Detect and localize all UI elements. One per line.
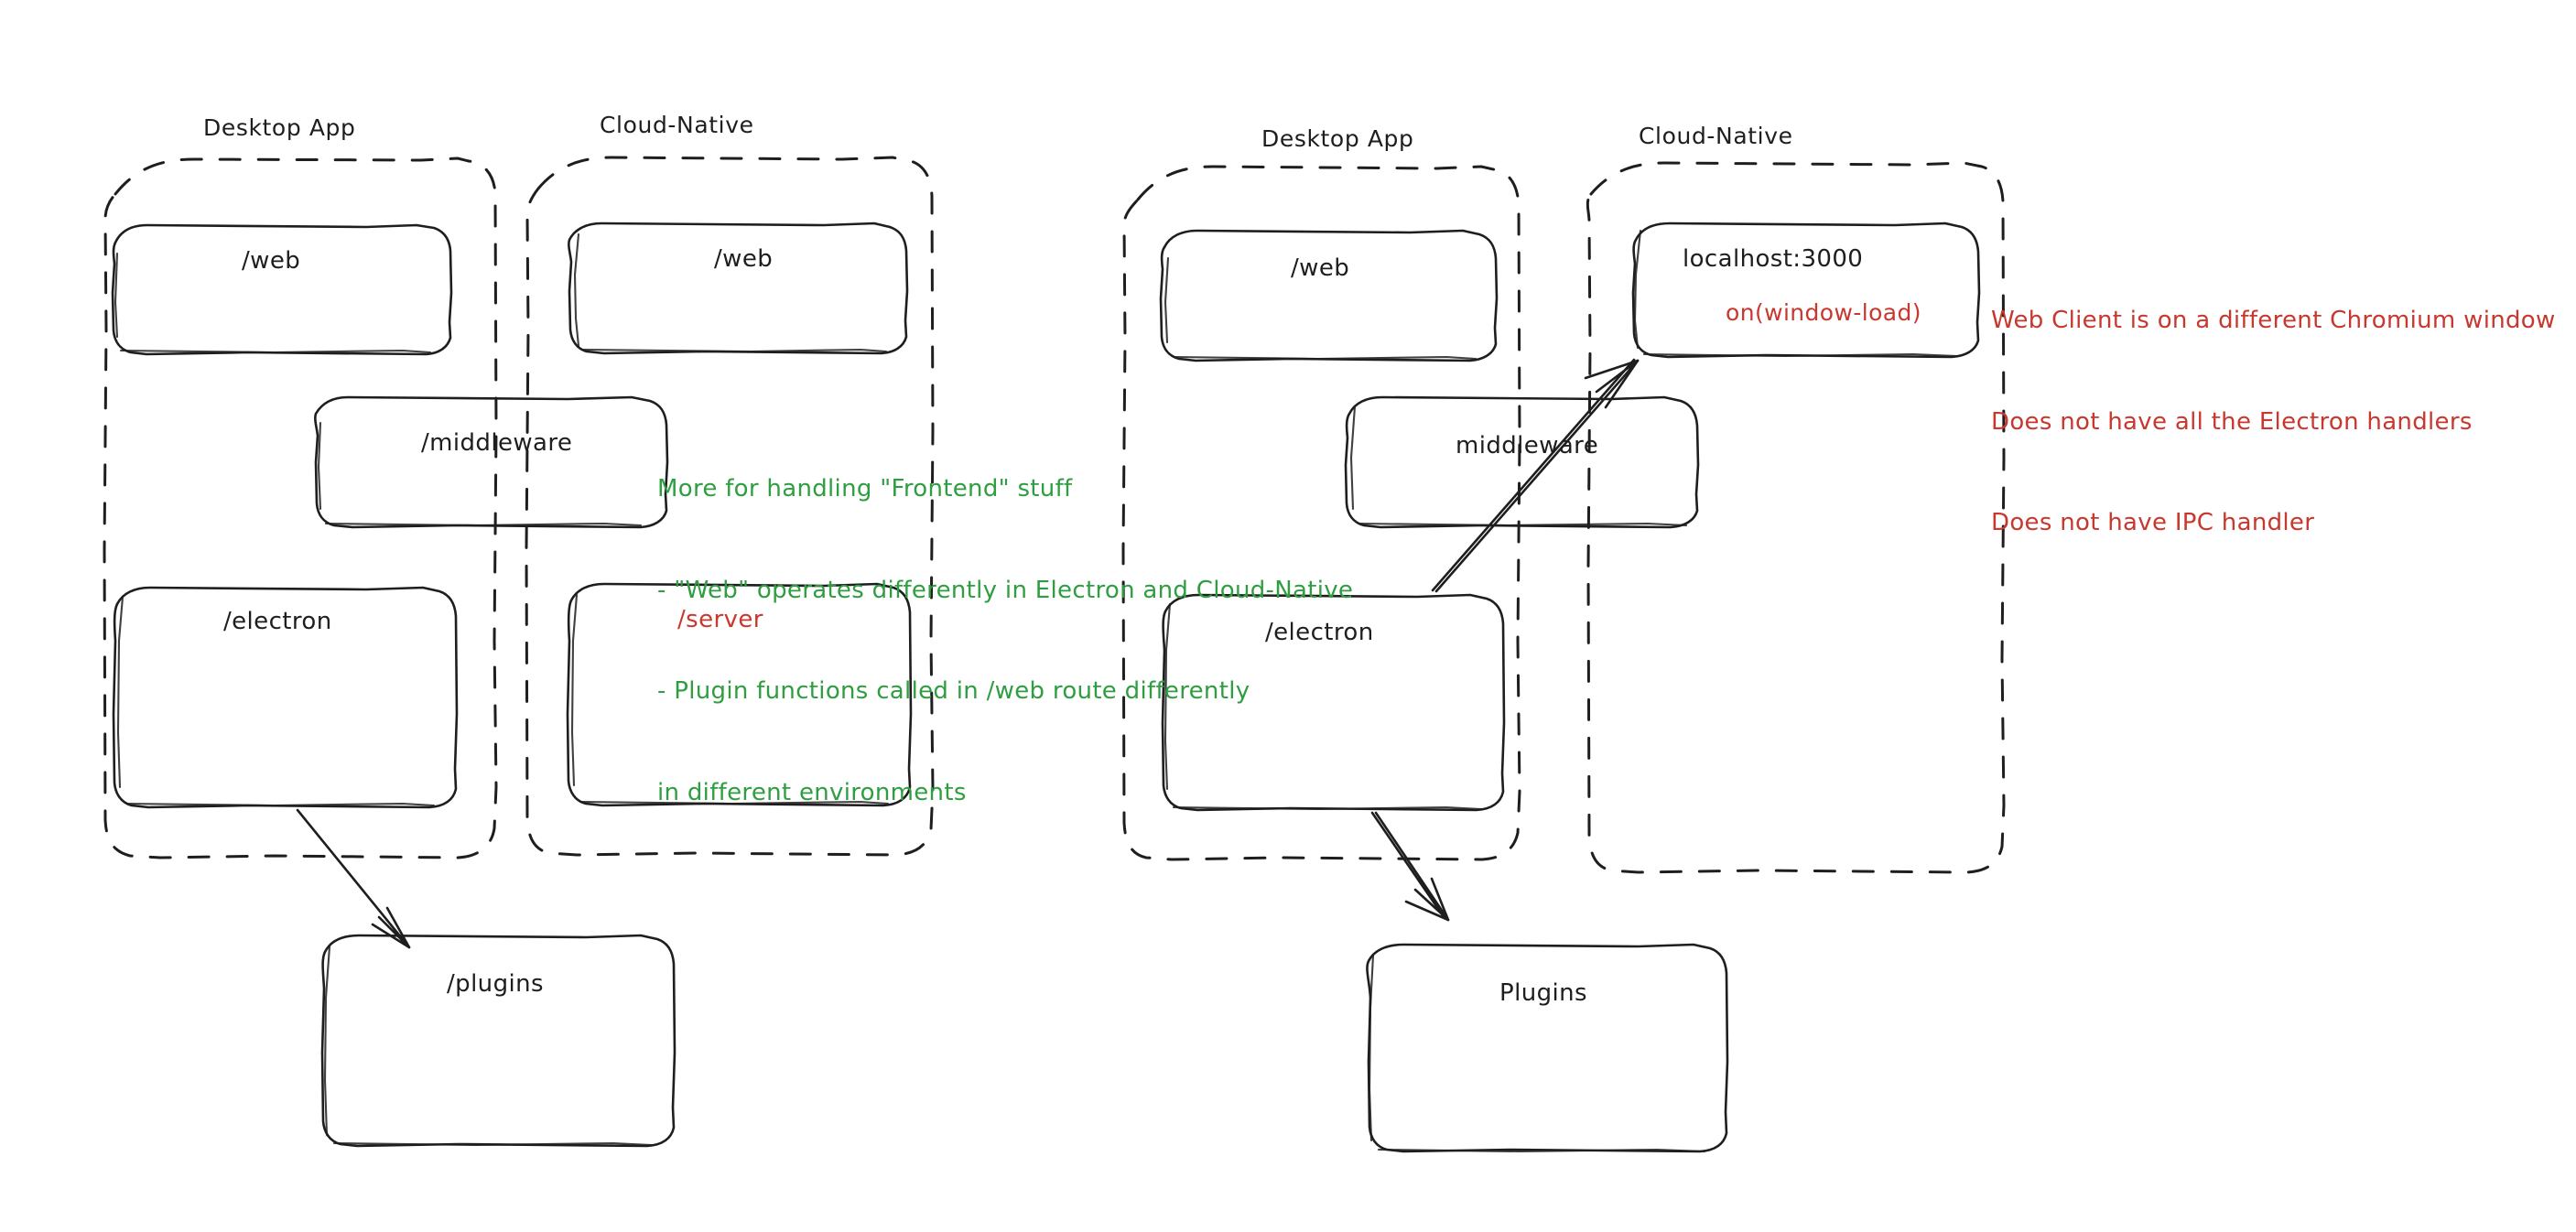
left-cloud-group-outline bbox=[525, 156, 935, 857]
right-cloud-group-title: Cloud-Native bbox=[1639, 123, 1793, 149]
right-plugins-box[interactable] bbox=[1367, 943, 1729, 1155]
right-desktop-electron-label: /electron bbox=[1265, 619, 1374, 646]
right-arrow-electron-to-localhost bbox=[1431, 358, 1640, 593]
left-desktop-group-title: Desktop App bbox=[203, 114, 356, 141]
left-cloud-web-box-outline bbox=[568, 222, 909, 355]
left-cloud-web-label: /web bbox=[714, 245, 774, 273]
right-middleware-label: middleware bbox=[1456, 432, 1599, 459]
right-middleware-box-outline bbox=[1344, 395, 1700, 529]
right-red-note-line-1: Web Client is on a different Chromium wi… bbox=[1991, 306, 2556, 334]
left-middleware-box-outline bbox=[314, 395, 669, 529]
right-red-note: Web Client is on a different Chromium wi… bbox=[1991, 236, 2556, 608]
right-cloud-group-outline bbox=[1586, 161, 2006, 874]
left-green-note-line-2: - "Web" operates differently in Electron… bbox=[657, 576, 1354, 604]
left-desktop-electron-box-outline bbox=[112, 586, 459, 809]
left-cloud-web-box[interactable] bbox=[568, 222, 908, 355]
left-green-note-line-4: in different environments bbox=[657, 778, 967, 806]
right-middleware-box[interactable] bbox=[1345, 395, 1700, 529]
left-desktop-group-outline bbox=[103, 157, 498, 859]
left-desktop-web-label: /web bbox=[242, 247, 301, 275]
right-desktop-electron-box-outline bbox=[1161, 593, 1506, 812]
left-middleware-label: /middleware bbox=[421, 429, 573, 457]
left-plugins-label: /plugins bbox=[447, 970, 544, 998]
right-plugins-box-outline bbox=[1366, 943, 1729, 1153]
right-red-note-line-2: Does not have all the Electron handlers bbox=[1991, 407, 2473, 436]
right-desktop-web-box[interactable] bbox=[1160, 229, 1499, 362]
right-desktop-group-outline bbox=[1121, 165, 1521, 861]
right-cloud-localhost-box[interactable] bbox=[1632, 222, 1980, 359]
left-cloud-server-box-outline bbox=[566, 582, 913, 807]
right-red-note-line-3: Does not have IPC handler bbox=[1991, 509, 2315, 537]
left-plugins-box-outline bbox=[320, 934, 676, 1148]
left-cloud-group-title: Cloud-Native bbox=[600, 112, 754, 138]
right-cloud-localhost-box-outline bbox=[1631, 222, 1981, 359]
right-cloud-localhost-sublabel: on(window-load) bbox=[1726, 299, 1921, 326]
left-desktop-electron-label: /electron bbox=[223, 608, 332, 635]
left-desktop-web-box-outline bbox=[111, 223, 453, 356]
right-desktop-web-box-outline bbox=[1159, 229, 1499, 362]
right-cloud-localhost-label: localhost:3000 bbox=[1683, 245, 1864, 273]
right-desktop-web-label: /web bbox=[1291, 254, 1350, 282]
right-arrow-electron-to-plugins bbox=[1370, 811, 1450, 922]
left-desktop-web-box[interactable] bbox=[113, 223, 453, 357]
left-green-note-line-3: - Plugin functions called in /web route … bbox=[657, 677, 1250, 706]
left-green-note: More for handling "Frontend" stuff - "We… bbox=[657, 405, 1353, 878]
left-green-note-line-1: More for handling "Frontend" stuff bbox=[657, 474, 1073, 503]
right-desktop-group-title: Desktop App bbox=[1261, 125, 1414, 152]
right-plugins-label: Plugins bbox=[1499, 979, 1587, 1007]
left-plugins-box[interactable] bbox=[321, 934, 676, 1148]
left-cloud-server-label: /server bbox=[677, 606, 763, 633]
left-middleware-box[interactable] bbox=[314, 395, 669, 529]
